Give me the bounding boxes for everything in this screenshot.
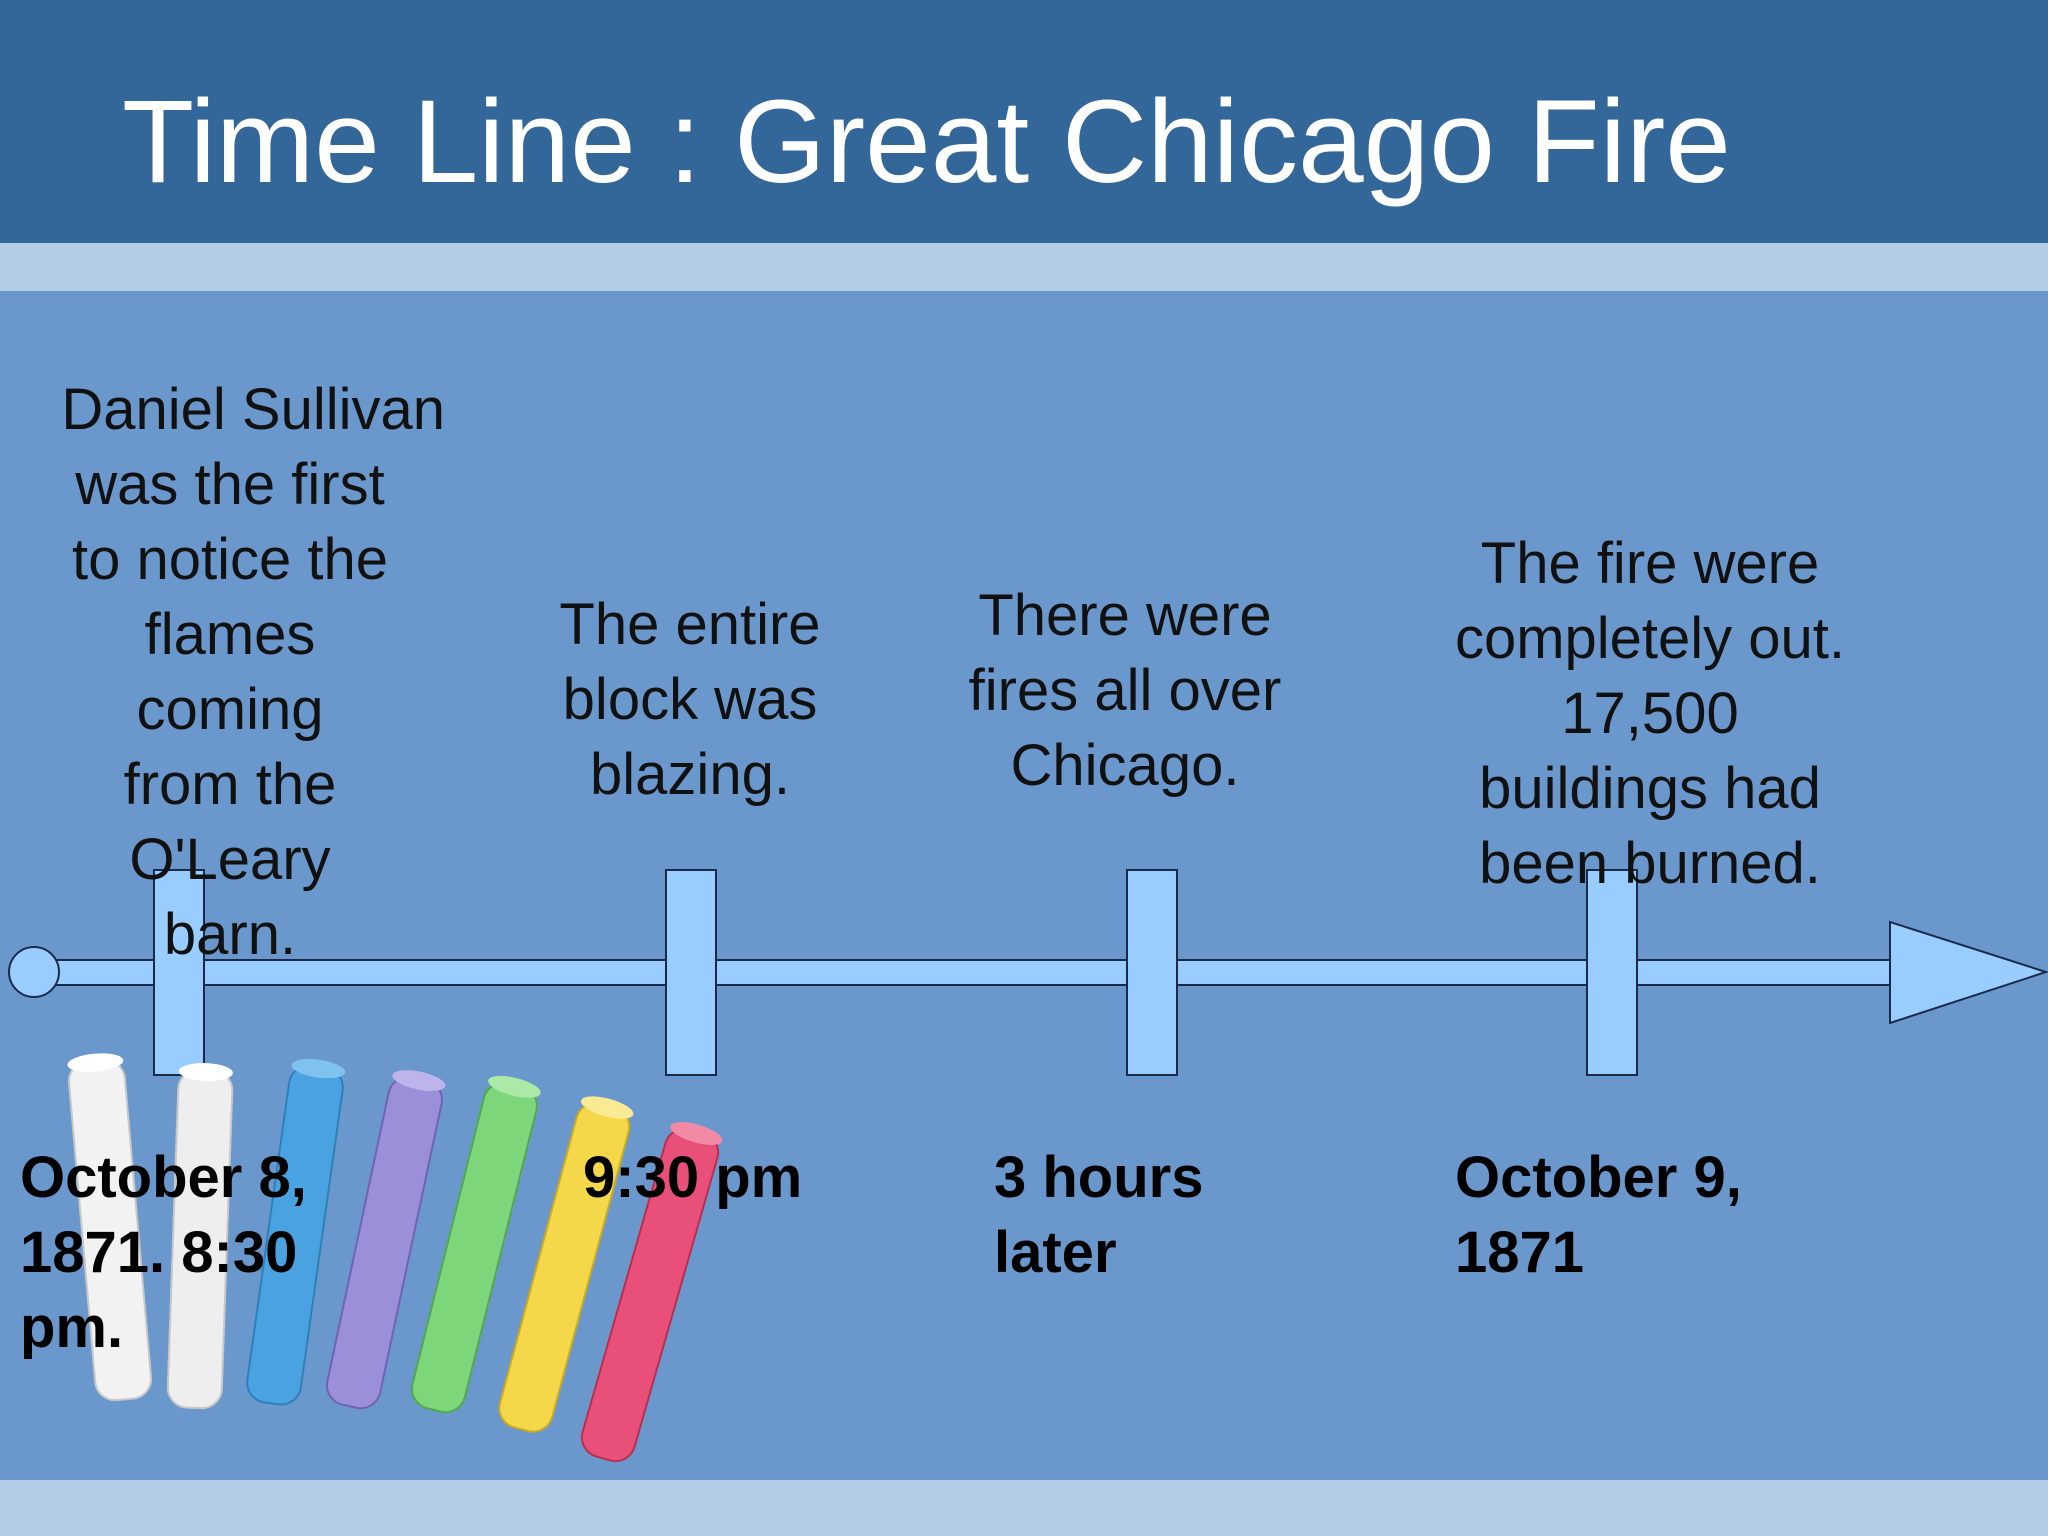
event-description-1: Daniel Sullivan was the first to notice th… bbox=[15, 372, 445, 972]
text-line: 17,500 bbox=[1561, 681, 1739, 746]
text-line: been burned. bbox=[1479, 831, 1821, 896]
text-line: Chicago. bbox=[1010, 733, 1240, 798]
event-description-4: The fire were completely out. 17,500 buildi… bbox=[1415, 526, 1885, 901]
text-line: to notice the bbox=[72, 527, 388, 592]
text-line: 1871 bbox=[1455, 1220, 1585, 1285]
event-date-1: October 8, 1871. 8:30 pm. bbox=[20, 1140, 420, 1365]
chalk-stick bbox=[246, 1058, 346, 1406]
text-line: from the bbox=[123, 752, 337, 817]
text-line: 9:30 pm bbox=[583, 1145, 803, 1210]
text-line: coming bbox=[136, 677, 324, 742]
chalk-stick bbox=[166, 1063, 234, 1410]
text-line: pm. bbox=[20, 1295, 124, 1360]
chalk-stick bbox=[410, 1075, 541, 1414]
title-banner bbox=[0, 0, 2048, 243]
text-line: later bbox=[994, 1220, 1117, 1285]
text-line: barn. bbox=[163, 902, 297, 967]
timeline-arrow-head bbox=[1889, 920, 2048, 1025]
event-date-2: 9:30 pm bbox=[583, 1140, 903, 1215]
timeline-marker-2 bbox=[665, 869, 717, 1076]
event-date-4: October 9, 1871 bbox=[1455, 1140, 1875, 1290]
text-line: O'Leary bbox=[129, 827, 331, 892]
event-description-2: The entire block was blazing. bbox=[530, 587, 850, 812]
timeline-marker-1 bbox=[153, 869, 205, 1076]
text-line: 1871. 8:30 bbox=[20, 1220, 298, 1285]
timeline-start-dot bbox=[8, 946, 60, 998]
text-line: October 9, bbox=[1455, 1145, 1742, 1210]
text-line: October 8, bbox=[20, 1145, 307, 1210]
text-line: The entire bbox=[559, 592, 821, 657]
timeline-marker-4 bbox=[1586, 869, 1638, 1076]
timeline-marker-3 bbox=[1126, 869, 1178, 1076]
chalk-stick bbox=[67, 1053, 153, 1402]
chalk-stick bbox=[325, 1070, 446, 1410]
chalk-stick bbox=[580, 1122, 723, 1463]
text-line: buildings had bbox=[1479, 756, 1821, 821]
text-line: blazing. bbox=[590, 742, 790, 807]
text-line: flames bbox=[144, 602, 316, 667]
event-date-3: 3 hours later bbox=[994, 1140, 1314, 1290]
text-line: block was bbox=[562, 667, 818, 732]
text-line: fires all over bbox=[968, 658, 1282, 723]
text-line: completely out. bbox=[1454, 606, 1846, 671]
text-line: was the first bbox=[75, 452, 385, 517]
footer-stripe bbox=[0, 1480, 2048, 1536]
text-line: There were bbox=[978, 583, 1272, 648]
text-line: Daniel Sullivan bbox=[61, 377, 445, 442]
chalk-stick bbox=[498, 1096, 634, 1433]
title-underline-stripe bbox=[0, 243, 2048, 291]
timeline-bar bbox=[39, 959, 1891, 986]
text-line: The fire were bbox=[1480, 531, 1820, 596]
text-line: 3 hours bbox=[994, 1145, 1204, 1210]
slide-title: Time Line : Great Chicago Fire bbox=[122, 76, 1731, 208]
